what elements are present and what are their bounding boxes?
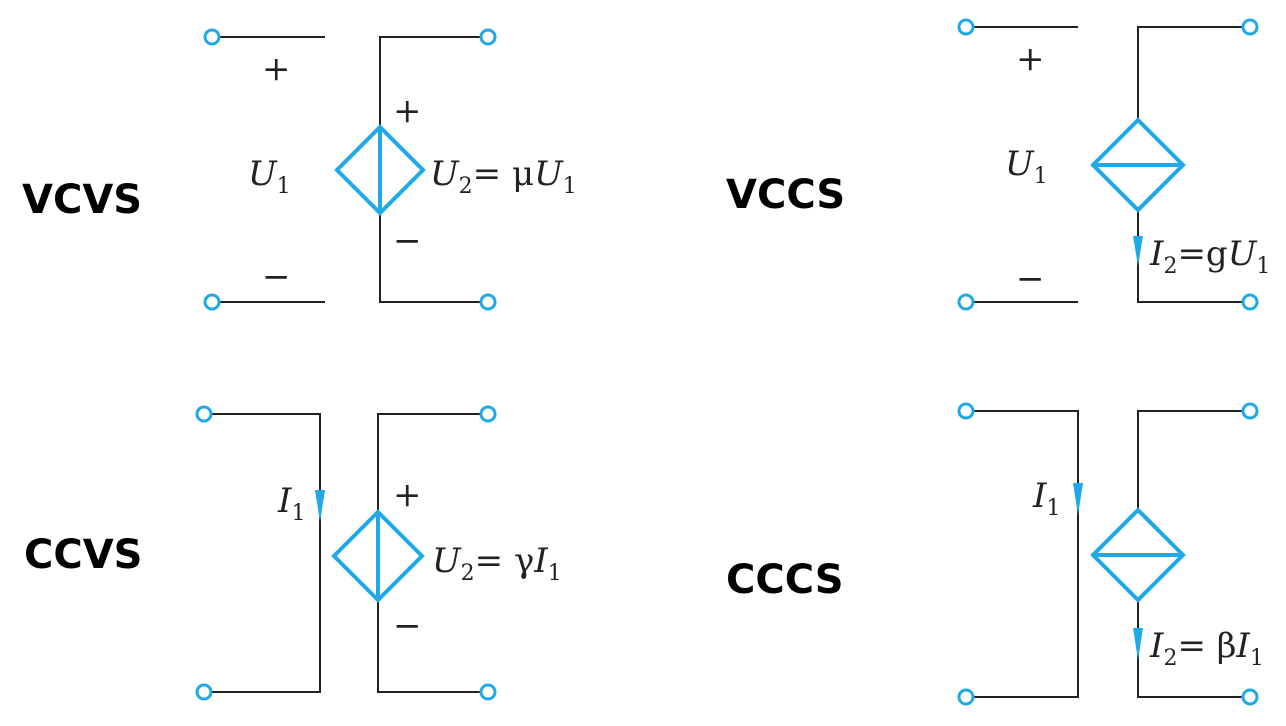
cccs-circuit: CCCS I1 I2= βI1 — [726, 402, 1264, 706]
ccvs-control-current-arrow-icon — [315, 490, 325, 522]
cccs-control-current-arrow-icon — [1073, 483, 1083, 515]
vccs-circuit: VCCS + − U1 I2=gU1 — [726, 18, 1270, 311]
vccs-title: VCCS — [726, 172, 845, 218]
vccs-input-bottom-terminal[interactable] — [957, 293, 975, 311]
ccvs-circuit: CCVS I1 + − U2= γI1 — [24, 405, 562, 701]
ccvs-output-bottom-wire — [377, 600, 480, 693]
ccvs-input-bottom-terminal[interactable] — [195, 683, 213, 701]
vcvs-output-bottom-terminal[interactable] — [479, 293, 497, 311]
vccs-output-top-wire — [1137, 26, 1242, 120]
cccs-output-equation: I2= βI1 — [1149, 626, 1264, 671]
vcvs-input-minus: − — [262, 257, 291, 297]
vccs-output-top-terminal[interactable] — [1241, 18, 1259, 36]
ccvs-output-bottom-terminal[interactable] — [479, 683, 497, 701]
ccvs-control-label: I1 — [277, 481, 305, 526]
ccvs-title: CCVS — [24, 532, 142, 578]
vcvs-output-minus: − — [393, 221, 422, 261]
cccs-title: CCCS — [726, 557, 844, 603]
vccs-current-arrow-icon — [1133, 236, 1143, 266]
cccs-output-top-wire — [1137, 410, 1242, 510]
ccvs-output-minus: − — [393, 606, 422, 646]
vcvs-circuit: VCVS + − U1 + − U2= μU1 — [22, 28, 577, 311]
ccvs-output-top-wire — [377, 413, 480, 512]
cccs-output-top-terminal[interactable] — [1241, 402, 1259, 420]
vccs-output-bottom-terminal[interactable] — [1241, 293, 1259, 311]
vccs-input-top-terminal[interactable] — [957, 18, 975, 36]
cccs-input-bottom-terminal[interactable] — [957, 688, 975, 706]
vcvs-input-plus: + — [262, 49, 291, 89]
vcvs-output-bottom-wire — [379, 213, 480, 303]
cccs-output-bottom-terminal[interactable] — [1241, 688, 1259, 706]
ccvs-input-short-wire — [212, 413, 321, 693]
ccvs-input-top-terminal[interactable] — [195, 405, 213, 423]
ccvs-output-plus: + — [393, 475, 422, 515]
vcvs-output-equation: U2= μU1 — [430, 154, 577, 199]
vccs-source-diamond — [1090, 117, 1186, 213]
cccs-input-top-terminal[interactable] — [957, 402, 975, 420]
cccs-input-short-wire — [974, 410, 1079, 698]
vcvs-output-top-terminal[interactable] — [479, 28, 497, 46]
cccs-source-diamond — [1090, 507, 1186, 603]
vcvs-output-plus: + — [393, 91, 422, 131]
vccs-control-label: U1 — [1005, 144, 1048, 189]
vccs-input-plus: + — [1016, 39, 1045, 79]
vcvs-input-bottom-terminal[interactable] — [203, 293, 221, 311]
ccvs-output-equation: U2= γI1 — [432, 541, 562, 586]
vccs-output-equation: I2=gU1 — [1149, 234, 1270, 279]
vccs-input-minus: − — [1016, 259, 1045, 299]
vcvs-output-top-wire — [379, 36, 480, 127]
cccs-current-arrow-icon — [1133, 628, 1143, 660]
ccvs-output-top-terminal[interactable] — [479, 405, 497, 423]
cccs-control-label: I1 — [1032, 476, 1060, 521]
vcvs-control-label: U1 — [248, 154, 291, 199]
vcvs-input-top-terminal[interactable] — [203, 28, 221, 46]
vcvs-title: VCVS — [22, 177, 142, 223]
